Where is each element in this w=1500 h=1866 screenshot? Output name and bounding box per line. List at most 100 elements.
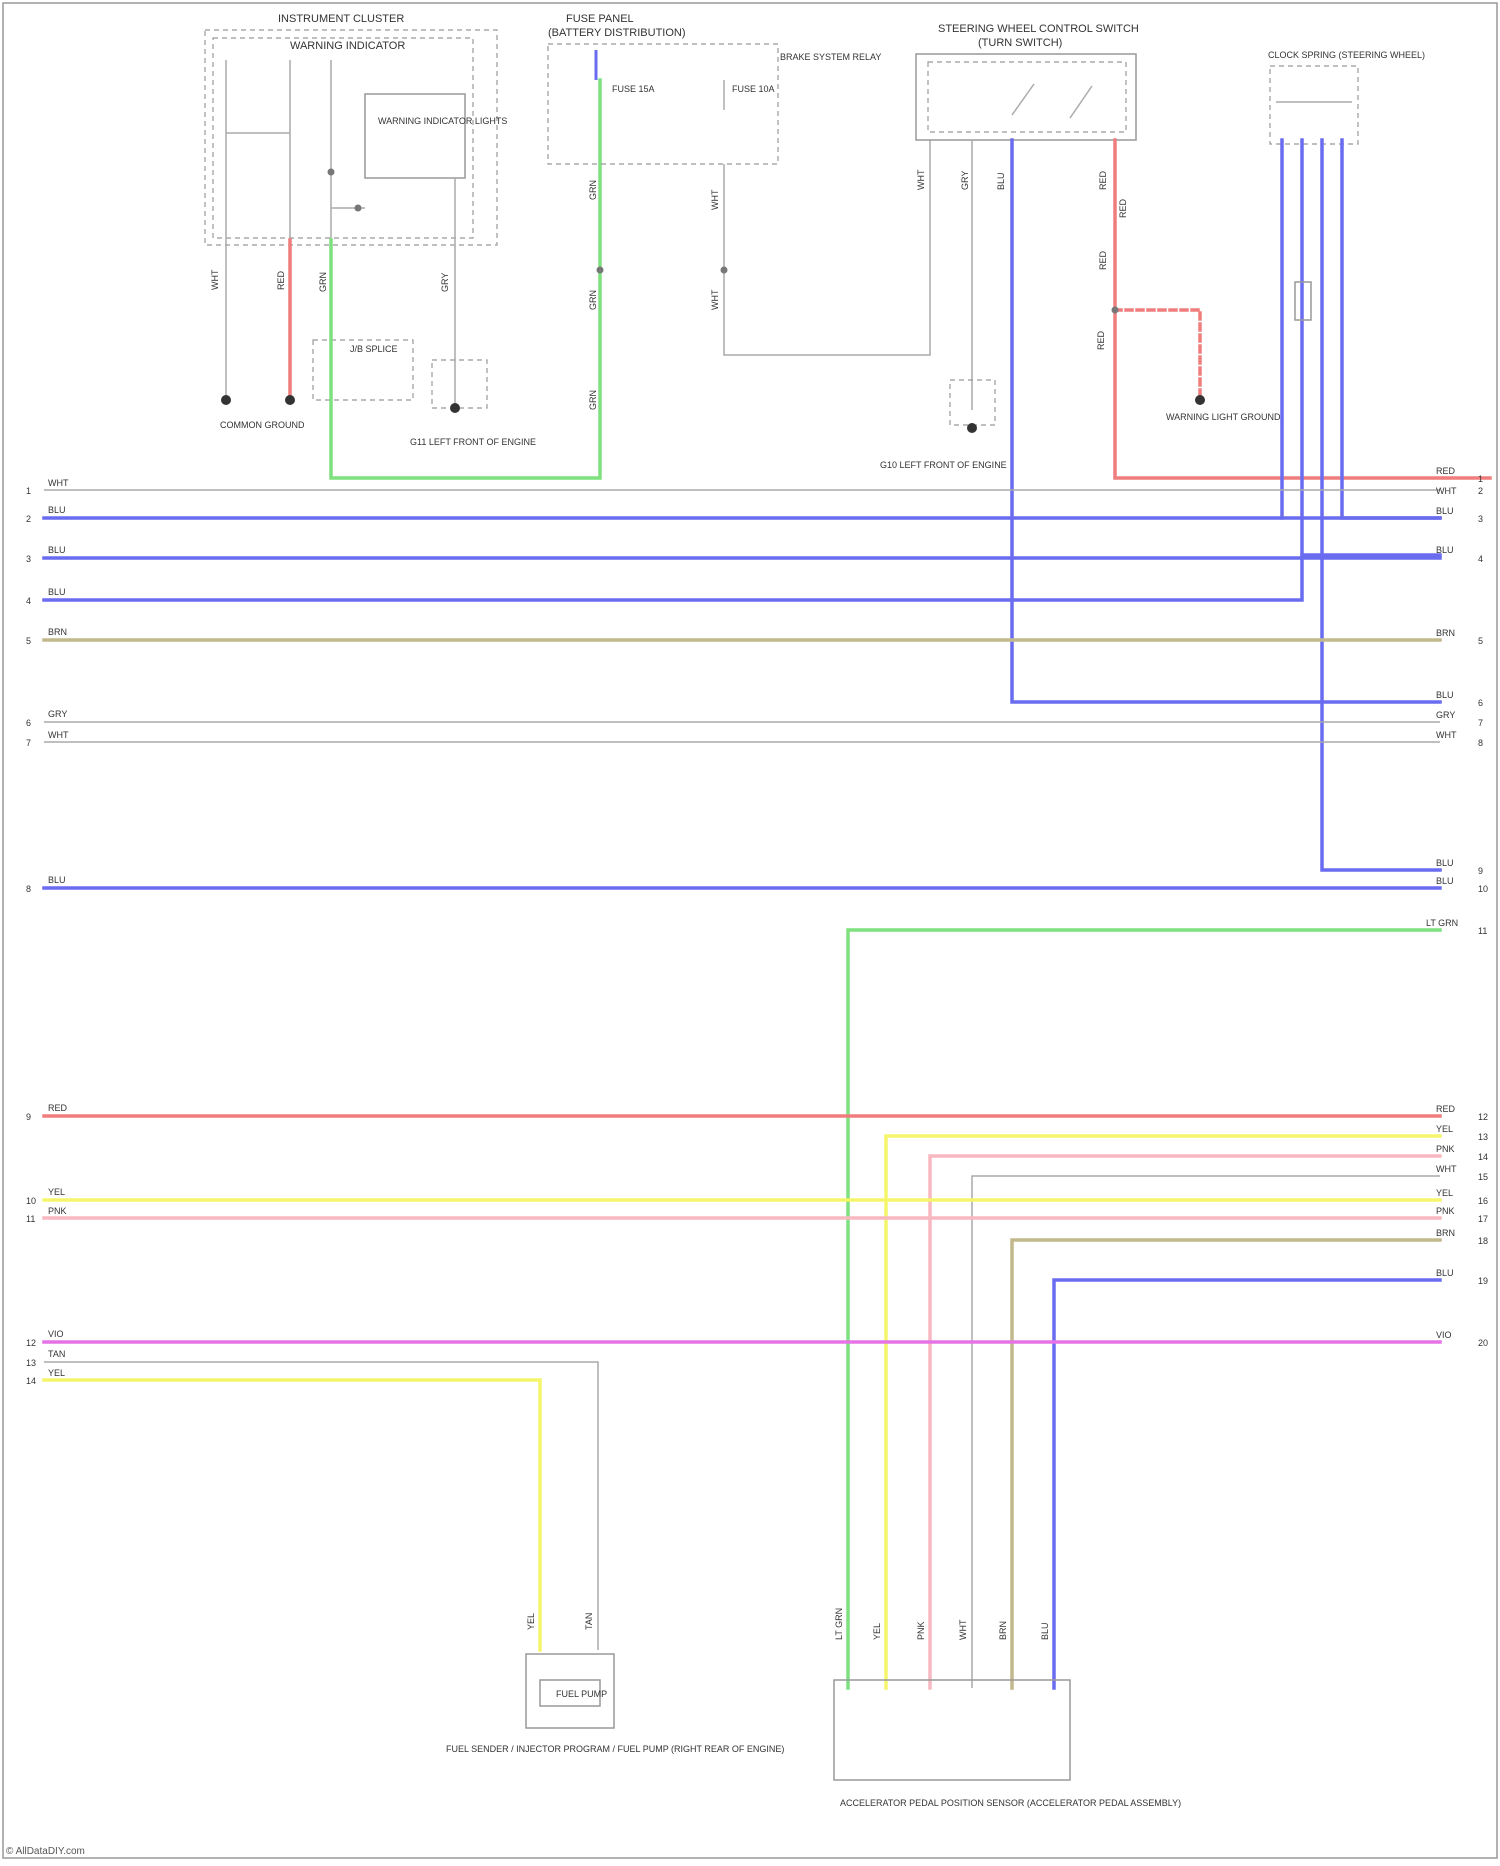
right-pin: 1 [1478,474,1483,484]
right-pin: 2 [1478,486,1483,496]
wire-label: WHT [916,169,926,190]
left-wire-label: GRY [48,709,67,719]
wire-row-13-tan [44,1362,598,1650]
clock-spring-outline [1270,66,1358,144]
warning-indicator-box [365,94,465,178]
copyright-footer: © AllDataDIY.com [6,1846,85,1857]
fuel-pump-desc: FUEL SENDER / INJECTOR PROGRAM / FUEL PU… [446,1744,784,1754]
wire-label: GRY [960,171,970,190]
right-wire-label: RED [1436,466,1456,476]
right-pin: 8 [1478,738,1483,748]
right-wire-label: BLU [1436,545,1454,555]
wire-clock-blue-4 [1342,140,1440,518]
left-wire-label: TAN [48,1349,65,1359]
instrument-cluster: INSTRUMENT CLUSTER WARNING INDICATOR WAR… [205,13,507,245]
left-wire-label: BRN [48,627,67,637]
wire-label: GRN [588,180,598,200]
wire-label: RED [1118,198,1128,218]
right-pin: 3 [1478,514,1483,524]
relay-label: BRAKE SYSTEM RELAY [780,52,881,62]
instrument-cluster-title: INSTRUMENT CLUSTER [278,13,404,25]
fuse-panel-title: FUSE PANEL [566,13,634,25]
left-wire-label: PNK [48,1206,67,1216]
right-pin: 13 [1478,1132,1488,1142]
wire-accel-brn [1012,1240,1440,1688]
wire-label: GRN [588,290,598,310]
left-wire-label: BLU [48,545,66,555]
right-pin: 16 [1478,1196,1488,1206]
cluster-node [328,169,335,176]
right-wire-label: YEL [1436,1188,1453,1198]
wire-label: YEL [526,1613,536,1630]
left-pin: 10 [26,1196,36,1206]
wire-fuse-white [724,140,930,355]
wire-label: RED [1096,330,1106,350]
left-pin: 2 [26,514,31,524]
right-pin: 6 [1478,698,1483,708]
left-wire-label: BLU [48,505,66,515]
cluster-node [355,205,362,212]
left-pin: 7 [26,738,31,748]
left-pin: 5 [26,636,31,646]
clock-spring: CLOCK SPRING (STEERING WHEEL) [1268,50,1425,144]
right-pin: 17 [1478,1214,1488,1224]
fuel-pump: FUEL PUMP FUEL SENDER / INJECTOR PROGRAM… [446,1613,784,1754]
right-wire-label: BRN [1436,1228,1455,1238]
wire-label: RED [276,270,286,290]
right-wire-label: GRY [1436,710,1455,720]
left-wire-label: RED [48,1103,68,1113]
wire-row-14-yel [44,1380,540,1650]
steering-switch: STEERING WHEEL CONTROL SWITCH (TURN SWIT… [916,23,1139,140]
right-wire-label: BRN [1436,628,1455,638]
left-pin: 6 [26,718,31,728]
wire-label: YEL [872,1623,882,1640]
left-wire-label: BLU [48,875,66,885]
ground-label: G10 LEFT FRONT OF ENGINE [880,460,1007,470]
left-wire-label: WHT [48,478,69,488]
wire-label: WHT [958,1619,968,1640]
ground-outline [432,360,487,408]
wire-accel-pnk [930,1156,1440,1688]
right-pin: 10 [1478,884,1488,894]
fuse-panel-subtitle: (BATTERY DISTRIBUTION) [548,27,686,39]
steering-switch-outline [916,54,1136,140]
wire-label: GRN [588,390,598,410]
left-pin: 12 [26,1338,36,1348]
right-wire-label: VIO [1436,1330,1452,1340]
wire-clock-blue-1 [1282,140,1440,518]
right-wire-label: PNK [1436,1206,1455,1216]
right-pin: 12 [1478,1112,1488,1122]
right-wire-label: RED [1436,1104,1456,1114]
steering-switch-subtitle: (TURN SWITCH) [978,37,1062,49]
wire-label: WHT [710,289,720,310]
wire-label: GRN [318,272,328,292]
ground-label: G11 LEFT FRONT OF ENGINE [410,437,536,447]
right-wire-label: PNK [1436,1144,1455,1154]
fuse-panel: FUSE PANEL (BATTERY DISTRIBUTION) FUSE 1… [548,13,881,164]
right-wire-label: LT GRN [1426,918,1458,928]
harness-bus [44,490,1440,1688]
left-pin: 1 [26,486,31,496]
right-pin: 14 [1478,1152,1488,1162]
accel-sensor-label: ACCELERATOR PEDAL POSITION SENSOR (ACCEL… [840,1798,1181,1808]
wire-label: PNK [916,1621,926,1640]
ground-label: COMMON GROUND [220,420,305,430]
wire-row-4-blu [44,555,1302,600]
steering-switch-inner [928,62,1126,132]
ground-terminal [221,395,231,405]
right-wire-label: BLU [1436,690,1454,700]
wire-label: RED [1098,170,1108,190]
wire-accel-wht [972,1176,1440,1688]
left-pin: 13 [26,1358,36,1368]
steering-switch-title: STEERING WHEEL CONTROL SWITCH [938,23,1139,35]
switch-contact [1012,84,1034,115]
right-wire-label: BLU [1436,876,1454,886]
wire-label: BRN [998,1621,1008,1640]
accel-sensor-box [834,1680,1070,1780]
wire-label: LT GRN [834,1608,844,1640]
ground-terminal [285,395,295,405]
right-wire-label: YEL [1436,1124,1453,1134]
right-connector-labels: RED 1 WHT 2 BLU 3 BLU 4 BRN 5 BLU 6 GRY … [1426,466,1488,1348]
